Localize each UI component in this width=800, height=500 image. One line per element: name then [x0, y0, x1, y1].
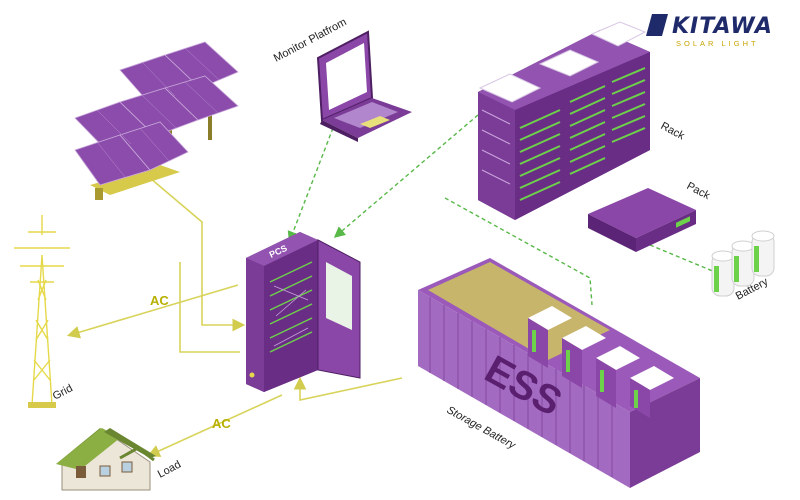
monitor-to-pcs-line	[287, 127, 334, 243]
battery-pack	[588, 188, 696, 252]
rack-label: Rack	[659, 120, 687, 143]
ac-label-load: AC	[212, 416, 231, 431]
ess-to-pcs-line	[293, 376, 403, 401]
pcs-cabinet	[246, 232, 361, 392]
grid-to-pcs-line	[179, 262, 240, 353]
grid-tower	[14, 215, 70, 408]
solar-panel-array	[74, 41, 239, 200]
ac-label-grid: AC	[150, 293, 169, 308]
solar-panel-logo-icon	[646, 14, 668, 36]
logo-tagline: SOLAR LIGHT	[676, 39, 759, 48]
load-label: Load	[156, 459, 183, 481]
pack-to-battery-line	[649, 244, 716, 273]
pcs-to-grid-line	[66, 284, 239, 339]
communication-lines	[287, 114, 716, 306]
pack-label: Pack	[685, 180, 713, 202]
grid-label: Grid	[51, 382, 75, 402]
battery-rack	[478, 21, 650, 220]
rack-to-ess-line	[444, 197, 593, 306]
load-house	[56, 428, 156, 491]
solar-to-pcs-line	[149, 177, 246, 332]
monitor-laptop	[316, 30, 412, 142]
rack-to-pcs-line	[333, 114, 479, 238]
battery-cells	[711, 230, 775, 297]
kitawa-logo: KITAWA SOLAR LIGHT	[646, 14, 773, 48]
ess-container	[418, 258, 700, 488]
pcs-to-load-line	[147, 394, 283, 457]
logo-brand: KITAWA	[672, 14, 773, 39]
ac-flow-lines	[66, 177, 403, 457]
